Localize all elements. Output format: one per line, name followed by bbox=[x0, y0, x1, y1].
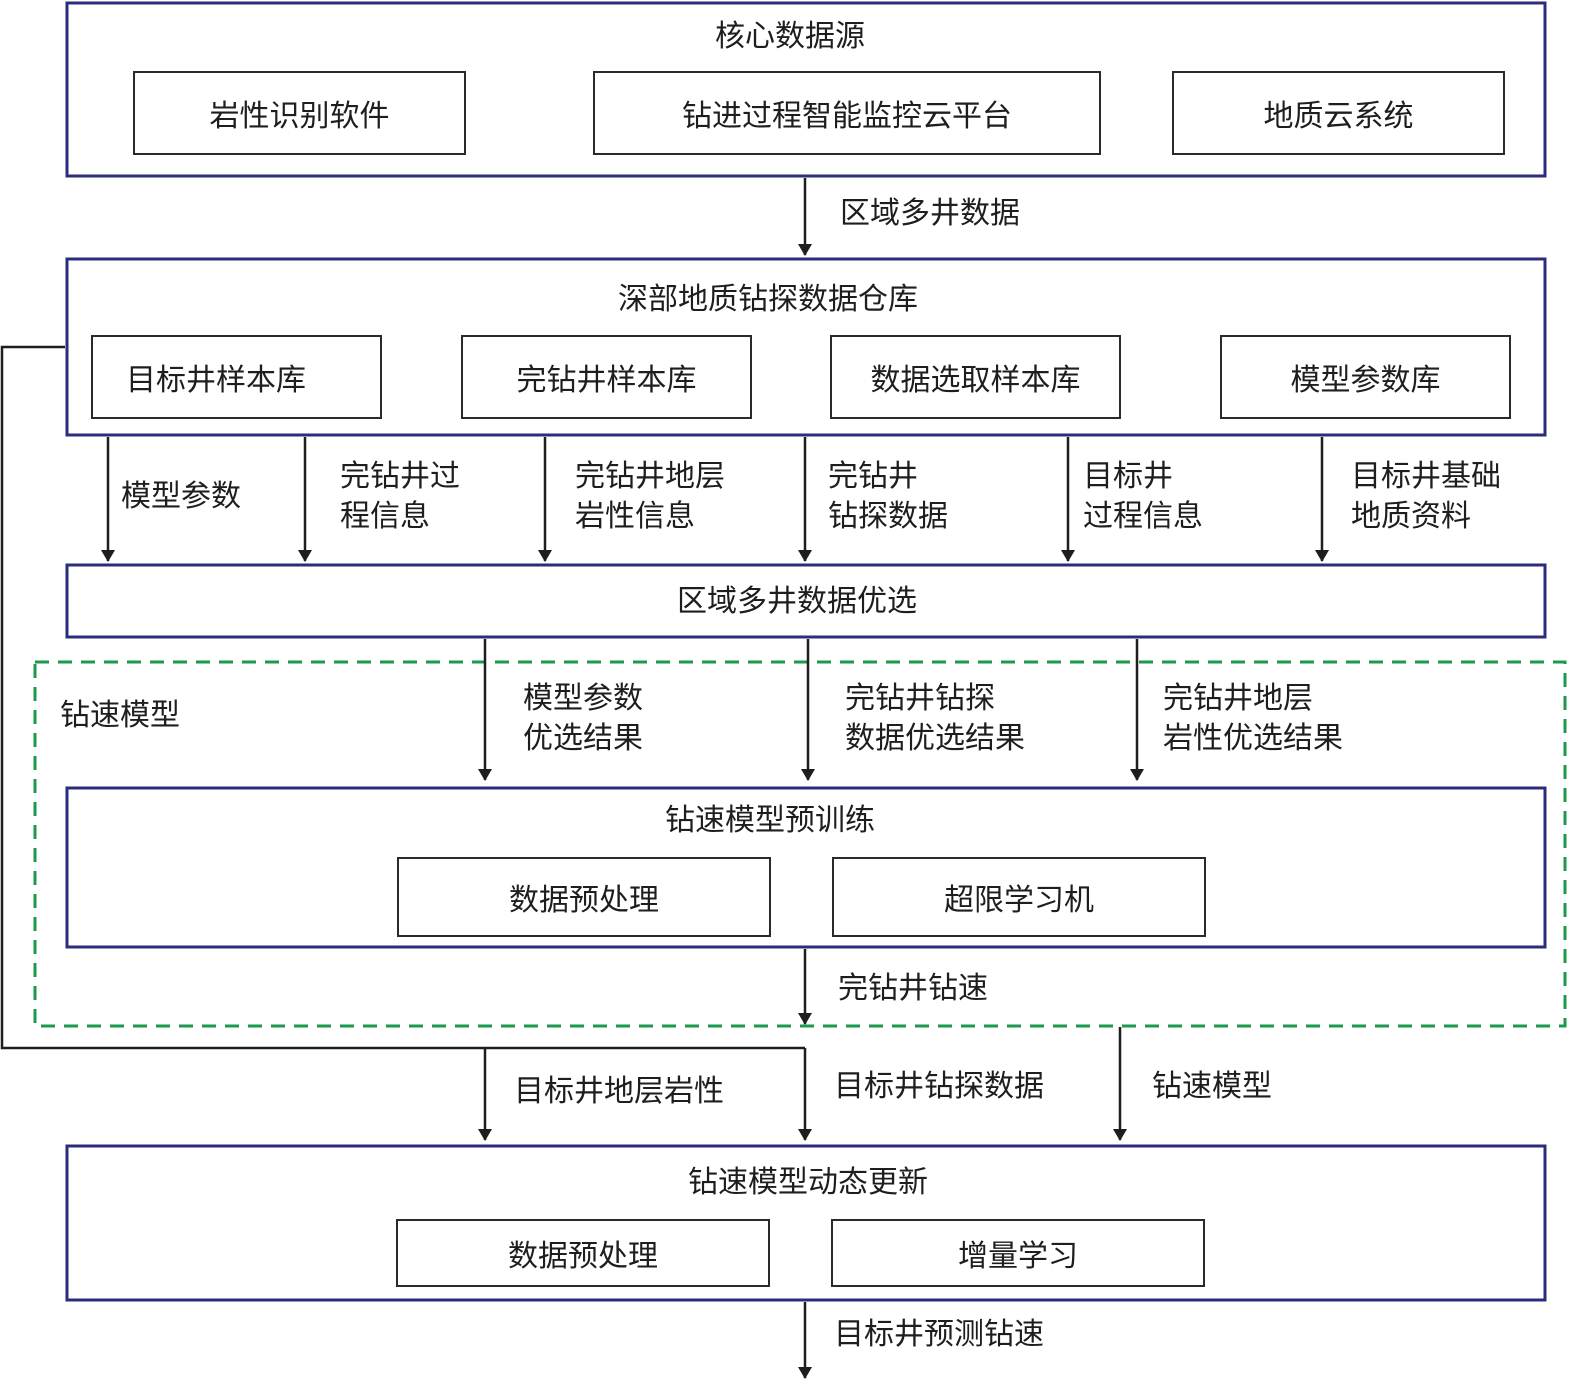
data-selection-sample-library: 数据选取样本库 bbox=[830, 335, 1121, 419]
label-completed-well-lithology-info: 完钻井地层 岩性信息 bbox=[575, 459, 725, 534]
pretrain-title: 钻速模型预训练 bbox=[665, 803, 875, 838]
selection-title: 区域多井数据优选 bbox=[677, 584, 917, 619]
update-title: 钻速模型动态更新 bbox=[688, 1165, 928, 1200]
completed-well-sample-library: 完钻井样本库 bbox=[461, 335, 752, 419]
feedback-line bbox=[0, 345, 805, 1050]
label-target-well-drilling-data: 目标井钻探数据 bbox=[834, 1069, 1044, 1104]
core-sources-frame bbox=[65, 1, 1547, 178]
label-completed-well-drilling-data: 完钻井 钻探数据 bbox=[828, 459, 948, 534]
warehouse-title: 深部地质钻探数据仓库 bbox=[618, 282, 918, 317]
label-completed-lithology-selection: 完钻井地层 岩性优选结果 bbox=[1163, 681, 1343, 756]
flow-label-regional-multiwell-data: 区域多井数据 bbox=[840, 196, 1020, 231]
source-lithology-software: 岩性识别软件 bbox=[133, 71, 466, 155]
label-model-param-selection: 模型参数 优选结果 bbox=[523, 681, 643, 756]
label-target-well-lithology: 目标井地层岩性 bbox=[514, 1074, 724, 1109]
label-completed-well-process-info: 完钻井过 程信息 bbox=[340, 459, 460, 534]
source-geology-cloud-system: 地质云系统 bbox=[1172, 71, 1505, 155]
target-well-sample-library: 目标井样本库 bbox=[91, 335, 382, 419]
label-model-params: 模型参数 bbox=[121, 479, 241, 514]
selection-frame bbox=[65, 563, 1547, 639]
pretrain-data-preprocessing: 数据预处理 bbox=[397, 857, 771, 937]
core-sources-title: 核心数据源 bbox=[715, 19, 865, 54]
label-target-well-geology-data: 目标井基础 地质资料 bbox=[1351, 459, 1501, 534]
label-completed-well-drill-speed: 完钻井钻速 bbox=[838, 971, 988, 1006]
pretrain-frame bbox=[65, 786, 1547, 949]
warehouse-frame bbox=[65, 257, 1547, 437]
label-target-well-predicted-speed: 目标井预测钻速 bbox=[834, 1317, 1044, 1352]
source-drilling-cloud-platform: 钻进过程智能监控云平台 bbox=[593, 71, 1101, 155]
update-frame bbox=[65, 1144, 1547, 1302]
label-drill-speed-model: 钻速模型 bbox=[1152, 1069, 1272, 1104]
drill-model-region bbox=[33, 660, 1567, 1028]
label-completed-drilling-data-selection: 完钻井钻探 数据优选结果 bbox=[845, 681, 1025, 756]
pretrain-extreme-learning-machine: 超限学习机 bbox=[832, 857, 1206, 937]
drill-model-region-label: 钻速模型 bbox=[60, 698, 180, 733]
label-target-well-process-info: 目标井 过程信息 bbox=[1083, 459, 1203, 534]
update-incremental-learning: 增量学习 bbox=[831, 1219, 1205, 1287]
update-data-preprocessing: 数据预处理 bbox=[396, 1219, 770, 1287]
model-parameter-library: 模型参数库 bbox=[1220, 335, 1511, 419]
